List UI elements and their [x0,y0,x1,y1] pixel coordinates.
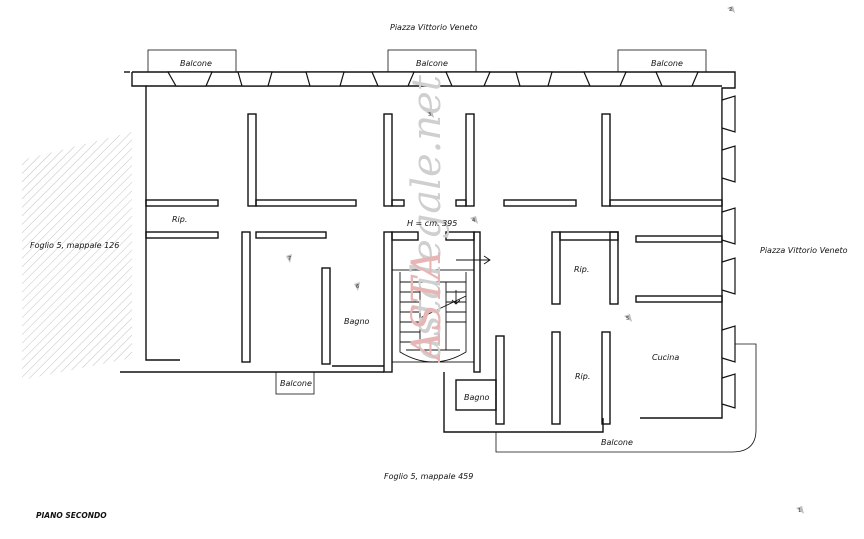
room-label-rip-right-upper: Rip. [574,265,589,274]
room-label-bagno-center: Bagno [344,317,370,326]
street-label-right: Piazza Vittorio Veneto [760,246,848,255]
interior-walls [145,113,723,425]
staircase [391,255,491,363]
marker-label-6: 6 [356,284,359,290]
view-markers [286,6,804,514]
marker-label-2: 2 [729,7,732,13]
room-label-balcone-bottom-right: Balcone [601,438,633,447]
height-note: H = cm. 395 [407,219,457,228]
watermark-text: astalegale.net [404,74,450,360]
hatched-adjacent-parcel [22,132,132,380]
room-label-balcone-bottom-left: Balcone [280,379,312,388]
room-label-bagno-lower: Bagno [464,393,490,402]
marker-label-3: 3 [428,112,431,118]
room-label-balcone-top-right: Balcone [651,59,683,68]
room-label-rip-right-lower: Rip. [575,372,590,381]
parcel-label-left: Foglio 5, mappale 126 [30,241,119,250]
right-facade-piers [721,95,736,409]
street-label-top: Piazza Vittorio Veneto [390,23,478,32]
room-label-balcone-top-left: Balcone [180,59,212,68]
room-label-balcone-top-center: Balcone [416,59,448,68]
marker-label-4: 4 [472,218,475,224]
marker-label-1: 1 [798,508,801,514]
balconies [147,49,757,453]
watermark-red-text: ASTA [404,250,450,364]
parcel-label-bottom: Foglio 5, mappale 459 [384,472,473,481]
marker-label-5: 5 [626,316,629,322]
marker-label-7: 7 [288,256,291,262]
room-label-cucina: Cucina [652,353,679,362]
room-label-rip-left: Rip. [172,215,187,224]
floor-title: PIANO SECONDO [36,511,107,520]
facade-window-piers [166,71,699,87]
